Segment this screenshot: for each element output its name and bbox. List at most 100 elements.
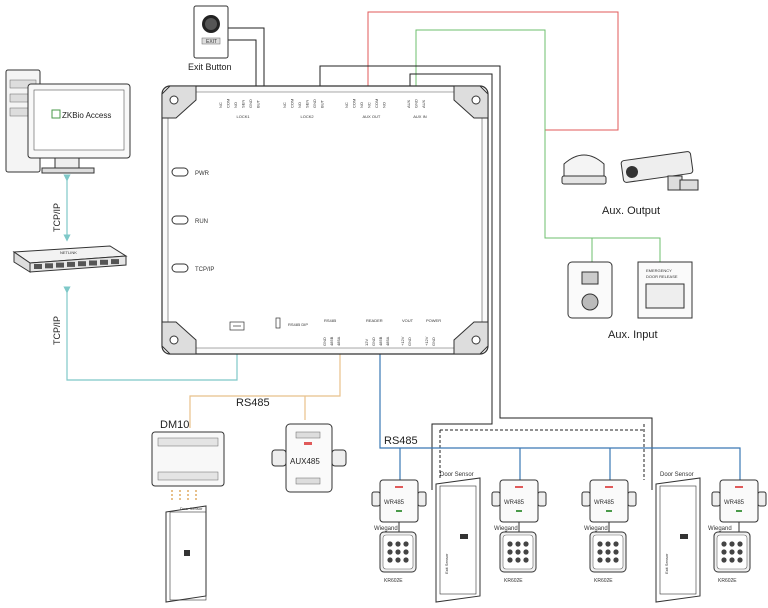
door-sensor-label: Door Sensor	[440, 472, 474, 478]
network-switch: NETLINK	[12, 245, 128, 273]
terminal-pin: BUT	[320, 99, 325, 108]
kr602e-label: KR602E	[384, 578, 403, 584]
pir-sensor	[567, 261, 613, 319]
aux-output-label: Aux. Output	[602, 205, 660, 217]
bottom-pin: +12V	[400, 336, 405, 346]
terminal-pin: GND	[414, 99, 419, 108]
led-tcpip-label: TCP/IP	[195, 267, 214, 273]
bottom-pin: +12V	[424, 336, 429, 346]
terminal-group-label: AUX OUT	[363, 114, 381, 119]
wr485-label: WR485	[504, 500, 525, 506]
kr602e-label: KR602E	[504, 578, 523, 584]
kr602e-label: KR602E	[718, 578, 737, 584]
switch-port	[67, 261, 75, 267]
door-sensor-dashed-2	[643, 424, 653, 480]
exit-sensor-label: Exit Sensor	[444, 553, 449, 574]
wr485-module: WR485	[581, 479, 637, 532]
computer: ZKBio Access	[5, 69, 131, 174]
terminal-pin: BUT	[256, 99, 261, 108]
bottom-group-label: VOUT	[402, 318, 414, 323]
rs485-blue-wire	[379, 348, 741, 480]
door-sensor-label: Door Sensor	[660, 472, 694, 478]
exit-button-label: Exit Button	[188, 62, 232, 72]
bottom-pin: GND	[371, 337, 376, 346]
bottom-pin: 485A	[336, 336, 341, 346]
terminal-pin: SEN	[305, 100, 310, 108]
aux485-module: AUX485	[271, 423, 347, 493]
terminal-group-label: LOCK1	[237, 114, 251, 119]
tcpip-label-bottom: TCP/IP	[52, 316, 62, 345]
switch-brand: NETLINK	[60, 250, 77, 255]
wires	[63, 11, 741, 500]
terminal-pin: NO	[233, 102, 238, 108]
terminal-pin: COM	[226, 99, 231, 108]
switch-port	[89, 260, 97, 266]
kr602e-label: KR602E	[594, 578, 613, 584]
cctv-camera	[620, 151, 699, 191]
bottom-pin: 12V	[364, 339, 369, 346]
bottom-pin: GND	[431, 337, 436, 346]
terminal-pin: GND	[248, 99, 253, 108]
led-pwr-label: PWR	[195, 171, 210, 177]
terminal-pin: NC	[282, 102, 287, 108]
aux485-label: AUX485	[290, 457, 320, 466]
wr485-module: WR485	[371, 479, 427, 532]
software-name: ZKBio Access	[62, 111, 111, 120]
terminal-pin: NO	[359, 102, 364, 108]
alarm-sub-text: DOOR RELEASE	[646, 274, 678, 279]
wr485-label: WR485	[384, 500, 405, 506]
rs485-label-right: RS485	[384, 435, 418, 447]
switch-port	[111, 259, 119, 265]
exit-sensor-label: Exit Sensor	[664, 553, 669, 574]
bottom-group-label: RS485	[324, 318, 337, 323]
switch-port	[45, 263, 53, 269]
led-run: RUN	[171, 215, 208, 225]
corner-mounts	[161, 85, 489, 355]
dm10-door: Door Sensor	[165, 505, 207, 603]
wr485-module: WR485	[491, 479, 547, 532]
bottom-pin: 485B	[329, 336, 334, 346]
led-pwr: PWR	[171, 167, 210, 177]
wr485-label: WR485	[724, 500, 745, 506]
bottom-group-label: READER	[366, 318, 383, 323]
terminal-pin: GND	[312, 99, 317, 108]
wr485-module: WR485	[711, 479, 767, 532]
aux-input-label: Aux. Input	[608, 329, 658, 341]
exit-button[interactable]: EXIT	[193, 5, 229, 59]
terminal-pin: AUX	[406, 99, 411, 108]
terminal-pin: COM	[290, 99, 295, 108]
door-sensor-dashed-1	[431, 424, 441, 480]
wr485-label: WR485	[594, 500, 615, 506]
terminal-group-label: AUX IN	[413, 114, 426, 119]
switch-port	[100, 259, 108, 265]
bottom-pin: 485A	[385, 336, 390, 346]
switch-port	[56, 262, 64, 268]
dm10-label: DM10	[160, 419, 189, 431]
led-run-label: RUN	[195, 219, 208, 225]
rs485-orange-wire	[189, 348, 341, 428]
ethernet-port-icon	[229, 321, 245, 331]
terminal-pin: COM	[374, 99, 379, 108]
exit-plate-text: EXIT	[206, 39, 217, 45]
tcpip-label-top: TCP/IP	[52, 203, 62, 232]
terminal-pin: NC	[367, 102, 372, 108]
terminal-pin: NO	[382, 102, 387, 108]
led-tcpip: TCP/IP	[171, 263, 214, 273]
